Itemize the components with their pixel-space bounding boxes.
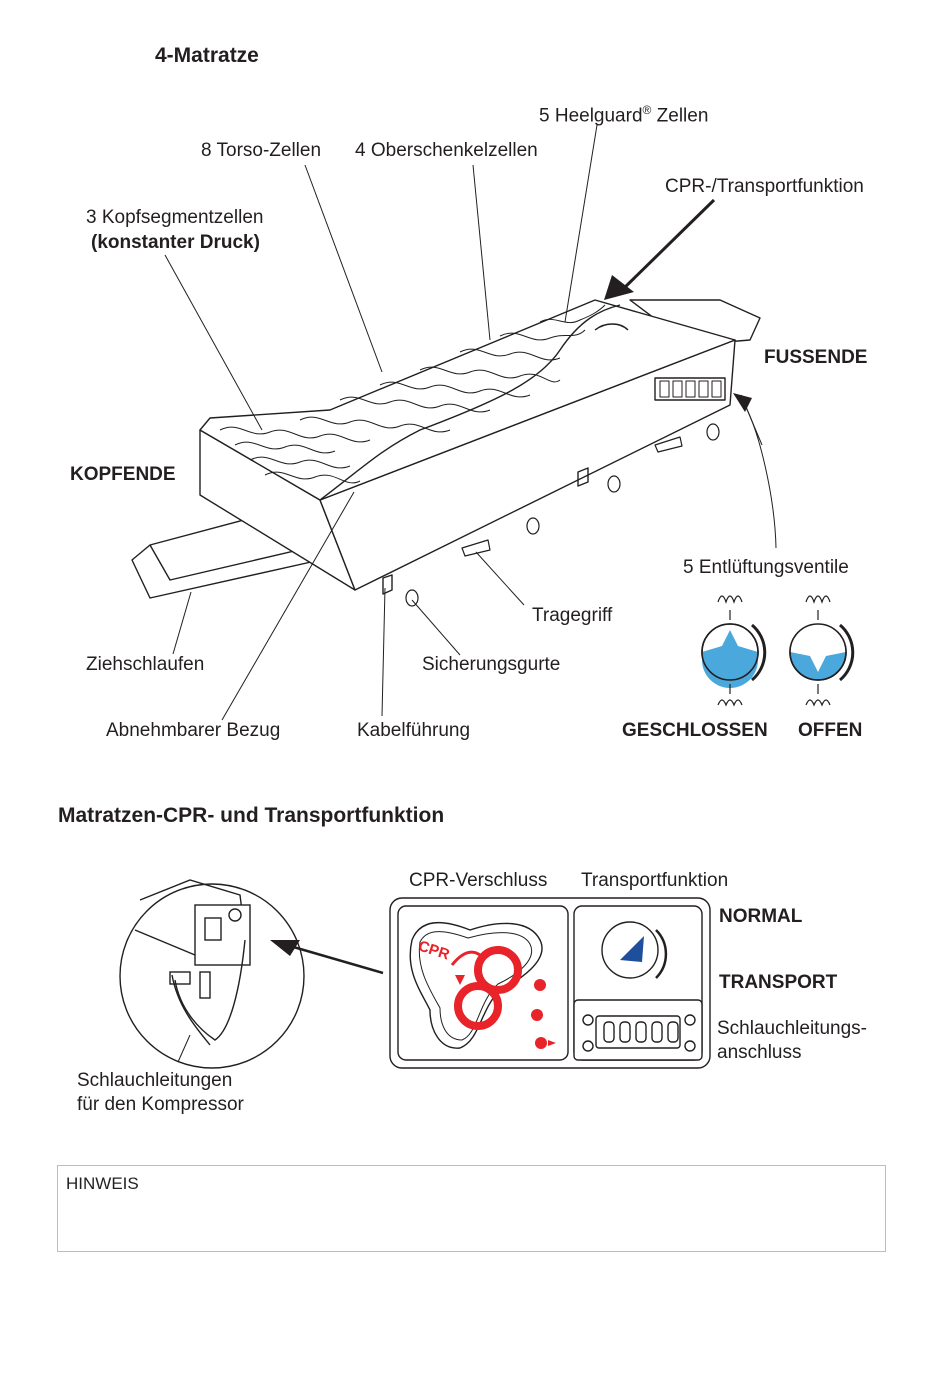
label-compressor-hoses-line2: für den Kompressor — [77, 1094, 244, 1115]
section-title-cpr-transport: Matratzen-CPR- und Transportfunktion — [58, 804, 445, 827]
label-cable-guide: Kabelführung — [357, 720, 471, 741]
label-removable-cover: Abnehmbarer Bezug — [106, 720, 281, 741]
label-foot-end: FUSSENDE — [764, 347, 868, 368]
label-head-cells-note: (konstanter Druck) — [91, 232, 260, 253]
label-normal: NORMAL — [719, 906, 803, 927]
section-title-mattress: 4-Matratze — [155, 44, 259, 67]
label-torso-cells: 8 Torso-Zellen — [201, 140, 322, 161]
label-pull-loops: Ziehschlaufen — [86, 654, 205, 675]
label-cpr-transport: CPR-/Transportfunktion — [665, 176, 864, 197]
label-head-end: KOPFENDE — [70, 464, 176, 485]
label-vents: 5 Entlüftungsventile — [683, 557, 849, 578]
label-closed: GESCHLOSSEN — [622, 720, 768, 741]
label-carry-handle: Tragegriff — [532, 605, 613, 626]
label-safety-straps: Sicherungsgurte — [422, 654, 561, 675]
label-open: OFFEN — [798, 720, 863, 741]
label-compressor-hoses-line1: Schlauchleitungen — [77, 1070, 233, 1091]
note-box: HINWEIS — [57, 1165, 886, 1252]
label-cpr-lock: CPR-Verschluss — [409, 870, 548, 891]
label-transport-function: Transportfunktion — [581, 870, 729, 891]
label-hose-connection-line1: Schlauchleitungs- — [717, 1018, 867, 1039]
label-heelguard-cells: 5 Heelguard® Zellen — [539, 103, 709, 127]
label-head-cells: 3 Kopfsegmentzellen — [86, 207, 264, 228]
label-transport: TRANSPORT — [719, 972, 838, 993]
label-hose-connection-line2: anschluss — [717, 1042, 802, 1063]
label-thigh-cells: 4 Oberschenkelzellen — [355, 140, 538, 161]
note-label: HINWEIS — [66, 1174, 139, 1193]
